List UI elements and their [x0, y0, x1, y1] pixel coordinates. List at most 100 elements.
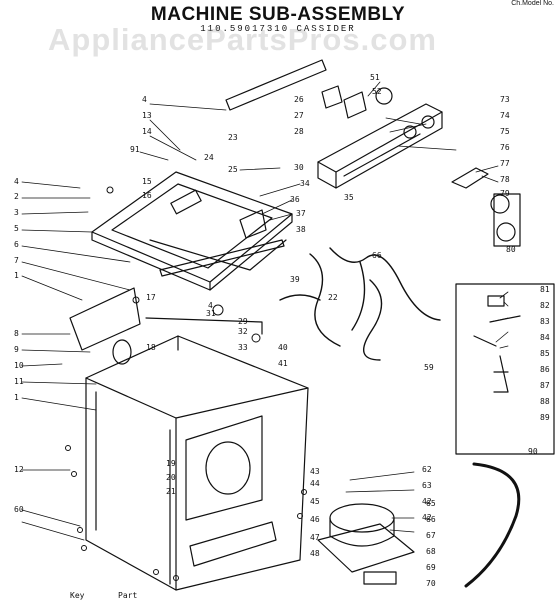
callout-top-center-1: 13 [142, 111, 152, 120]
callout-left-0: 4 [14, 177, 19, 186]
callout-left-7: 8 [14, 329, 19, 338]
cabinet-top-rail [145, 317, 263, 335]
callout-top-center-2: 14 [142, 127, 152, 136]
callout-top-center-20: 19 [166, 459, 176, 468]
callout-top-right-11: 79 [500, 189, 510, 198]
callout-bottom-right-9: 90 [528, 447, 538, 456]
callout-top-center-8: 25 [228, 165, 238, 174]
callout-inset-1: 82 [540, 301, 550, 310]
callout-inset-7: 88 [540, 397, 550, 406]
callout-bottom-right-10: 42 [422, 497, 432, 506]
callout-top-right-1: 52 [372, 87, 382, 96]
backsplash-panel [225, 59, 327, 111]
callout-top-center-27: 43 [310, 467, 320, 476]
callout-left-12: 12 [14, 465, 24, 474]
fasteners [65, 186, 307, 581]
callout-top-center-18: 32 [238, 327, 248, 336]
leader-lines [21, 81, 509, 541]
callout-left-4: 6 [14, 240, 19, 249]
callout-top-right-3: 27 [294, 111, 304, 120]
callout-top-center-10: 30 [294, 163, 304, 172]
callout-top-right-9: 77 [500, 159, 510, 168]
callout-top-right-10: 78 [500, 175, 510, 184]
callout-inset-3: 84 [540, 333, 550, 342]
callout-top-center-6: 16 [142, 191, 152, 200]
callout-bottom-left-1: Part [118, 591, 137, 600]
callout-top-center-26: 41 [278, 359, 288, 368]
control-console [317, 103, 443, 189]
callout-top-center-16: 18 [146, 343, 156, 352]
callout-top-center-15: 29 [238, 317, 248, 326]
callout-left-11: 1 [14, 393, 19, 402]
callout-top-center-30: 46 [310, 515, 320, 524]
callout-bottom-right-3: 65 [426, 499, 436, 508]
callout-top-center-7: 24 [204, 153, 214, 162]
callout-inset-0: 81 [540, 285, 550, 294]
callout-top-right-12: 80 [506, 245, 516, 254]
callout-bottom-right-6: 68 [426, 547, 436, 556]
inset-parts [473, 295, 521, 393]
callout-left-3: 5 [14, 224, 19, 233]
callout-inset-6: 87 [540, 381, 550, 390]
left-bracket [69, 287, 141, 351]
callout-top-center-17: 31 [206, 309, 216, 318]
callout-top-center-13: 17 [146, 293, 156, 302]
callout-top-center-32: 48 [310, 549, 320, 558]
callout-top-right-8: 76 [500, 143, 510, 152]
callout-top-right-7: 75 [500, 127, 510, 136]
diagram-subtitle: 110.59017310 CASSIDER [200, 24, 356, 34]
callout-top-center-29: 45 [310, 497, 320, 506]
callout-bottom-left-0: Key [70, 591, 85, 600]
base-assembly [317, 503, 415, 585]
callout-top-center-9: 36 [290, 195, 300, 204]
callout-top-right-6: 74 [500, 111, 510, 120]
callout-bottom-right-1: 63 [422, 481, 432, 490]
callout-inset-8: 89 [540, 413, 550, 422]
toe-kick-panel [189, 521, 277, 567]
timer-assembly [321, 85, 393, 119]
callout-left-1: 2 [14, 192, 19, 201]
callout-top-center-19: 33 [238, 343, 248, 352]
callout-top-center-11: 37 [296, 209, 306, 218]
front-trim-bar [159, 239, 285, 277]
callout-top-center-24: 39 [290, 275, 300, 284]
callout-top-right-2: 26 [294, 95, 304, 104]
callout-inset-4: 85 [540, 349, 550, 358]
callout-left-2: 3 [14, 208, 19, 217]
callout-left-8: 9 [14, 345, 19, 354]
left-gasket [112, 339, 132, 365]
callout-bottom-right-0: 62 [422, 465, 432, 474]
callout-left-10: 11 [14, 377, 24, 386]
callout-top-center-21: 20 [166, 473, 176, 482]
inset-box [455, 283, 555, 455]
callout-top-center-5: 15 [142, 177, 152, 186]
callout-inset-2: 83 [540, 317, 550, 326]
callout-left-5: 7 [14, 256, 19, 265]
callout-top-right-5: 73 [500, 95, 510, 104]
callout-bottom-right-4: 66 [426, 515, 436, 524]
callout-top-center-0: 4 [142, 95, 147, 104]
callout-top-right-16: 59 [424, 363, 434, 372]
callout-top-center-23: 22 [328, 293, 338, 302]
callout-top-right-13: 34 [300, 179, 310, 188]
callout-top-center-31: 47 [310, 533, 320, 542]
callout-top-center-25: 40 [278, 343, 288, 352]
callout-top-right-0: 51 [370, 73, 380, 82]
callout-top-center-22: 21 [166, 487, 176, 496]
knob-cluster [451, 167, 521, 247]
drain-hose [464, 462, 521, 588]
callout-top-right-14: 35 [344, 193, 354, 202]
callout-top-right-15: 66 [372, 251, 382, 260]
callout-top-center-3: 91 [130, 145, 140, 154]
callout-bottom-right-8: 70 [426, 579, 436, 588]
callout-top-center-12: 38 [296, 225, 306, 234]
cabinet [85, 335, 309, 591]
callout-left-9: 10 [14, 361, 24, 370]
top-panel [91, 171, 293, 291]
callout-top-right-4: 28 [294, 127, 304, 136]
callout-bottom-right-7: 69 [426, 563, 436, 572]
diagram-title: MACHINE SUB-ASSEMBLY [150, 4, 406, 25]
callout-bottom-right-2: 42 [422, 513, 432, 522]
